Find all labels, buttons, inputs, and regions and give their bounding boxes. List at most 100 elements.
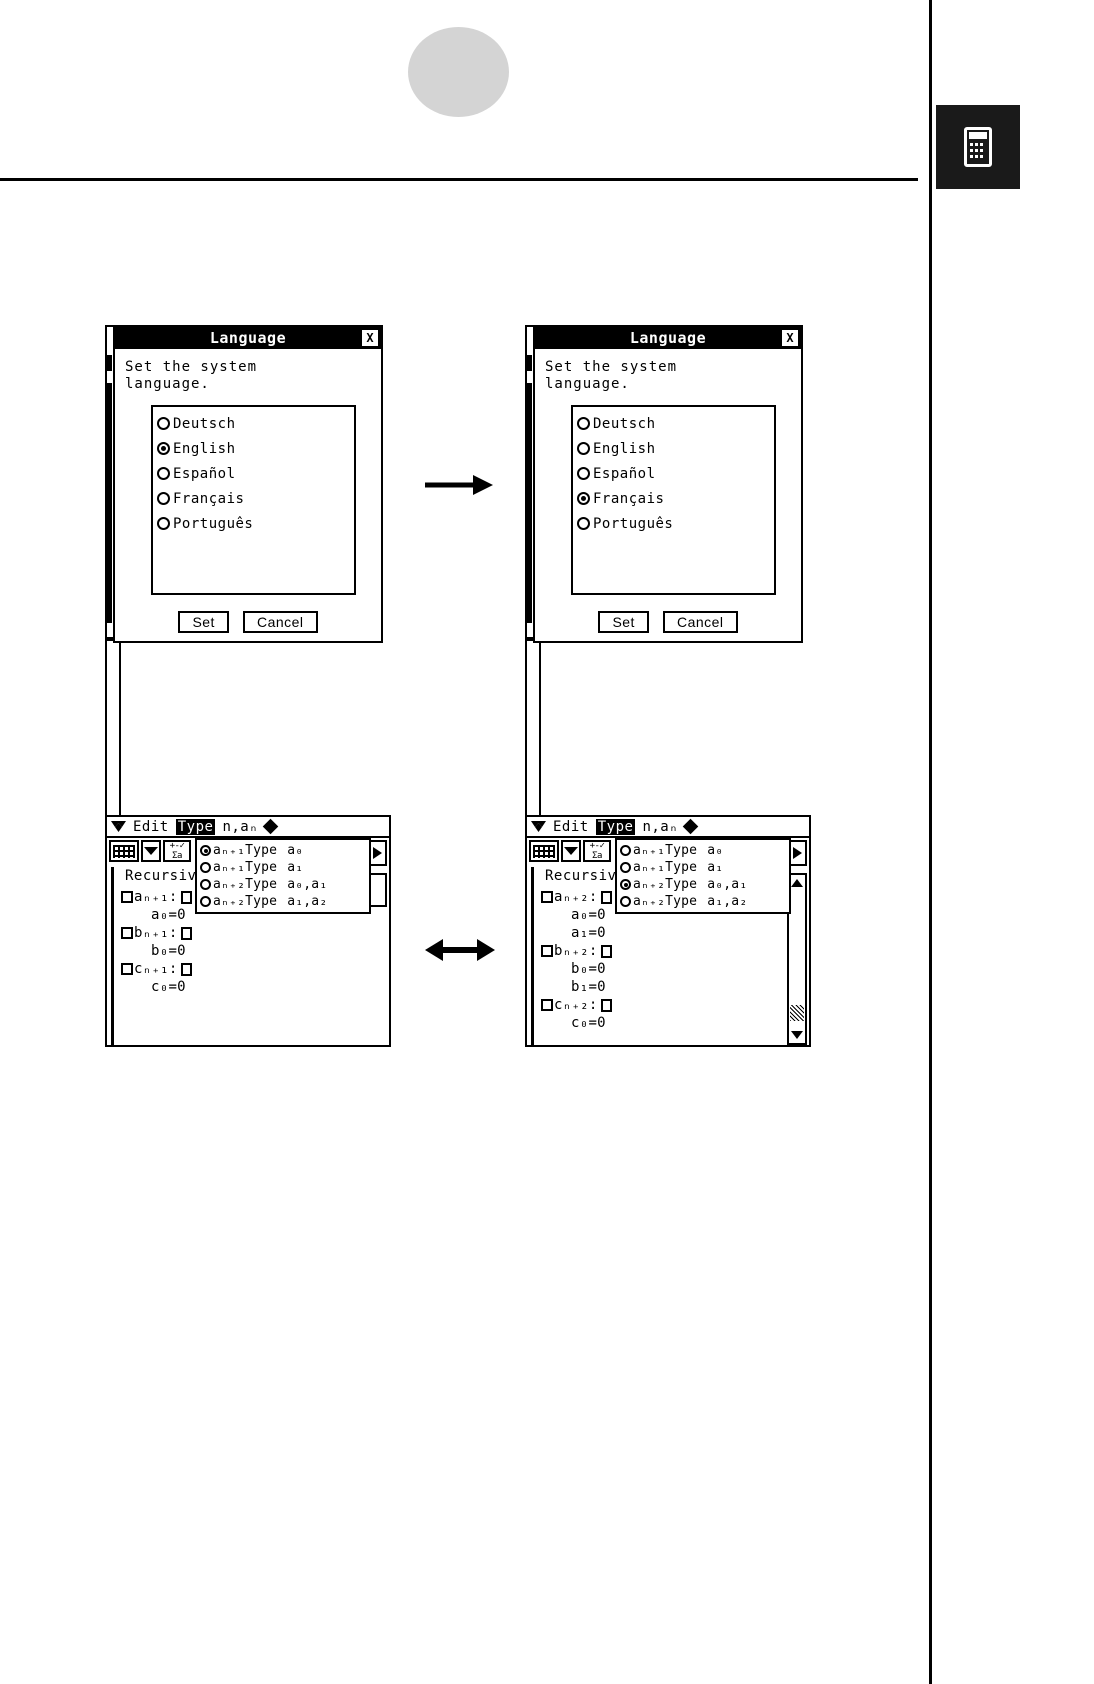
input-box[interactable] bbox=[180, 962, 192, 976]
plusminus-sigma-button[interactable]: +-✓Σa bbox=[163, 840, 191, 862]
menu-type[interactable]: Type bbox=[175, 818, 216, 835]
item-label: aₙ₊₂Type bbox=[213, 877, 278, 892]
radio-icon[interactable] bbox=[577, 417, 590, 430]
sequence-row: b₁=0 bbox=[541, 978, 809, 996]
sequence-row: b₀=0 bbox=[121, 942, 389, 960]
scrollbar-thumb[interactable] bbox=[790, 1005, 804, 1021]
type-menu-item-an2-a0a1[interactable]: aₙ₊₂Type a₀,a₁ bbox=[620, 876, 786, 893]
language-option-portugues[interactable]: Português bbox=[577, 511, 774, 536]
language-option-francais[interactable]: Français bbox=[157, 486, 354, 511]
radio-icon[interactable] bbox=[157, 492, 170, 505]
language-option-espanol[interactable]: Español bbox=[577, 461, 774, 486]
close-icon[interactable]: X bbox=[782, 330, 798, 346]
item-label: aₙ₊₂Type bbox=[633, 877, 698, 892]
radio-icon[interactable] bbox=[200, 896, 211, 907]
menu-edit[interactable]: Edit bbox=[133, 818, 169, 835]
cancel-button[interactable]: Cancel bbox=[662, 611, 738, 633]
language-option-portugues[interactable]: Português bbox=[157, 511, 354, 536]
checkbox-icon[interactable] bbox=[541, 945, 553, 957]
row-label: aₙ₊₁: bbox=[134, 889, 178, 905]
radio-icon[interactable] bbox=[577, 467, 590, 480]
language-option-deutsch[interactable]: Deutsch bbox=[577, 411, 774, 436]
chevron-down-icon[interactable] bbox=[561, 840, 581, 862]
checkbox-icon[interactable] bbox=[541, 891, 553, 903]
menu-n-an[interactable]: n,aₙ bbox=[642, 818, 679, 835]
type-menu-item-an2-a0a1[interactable]: aₙ₊₂Type a₀,a₁ bbox=[200, 876, 366, 893]
sequence-row[interactable]: cₙ₊₂: bbox=[541, 996, 809, 1014]
input-box[interactable] bbox=[600, 890, 612, 904]
close-icon[interactable]: X bbox=[362, 330, 378, 346]
language-option-francais[interactable]: Français bbox=[577, 486, 774, 511]
radio-icon-selected[interactable] bbox=[157, 442, 170, 455]
sequence-row[interactable]: aₙ₊₂: bbox=[541, 888, 809, 906]
radio-icon-selected[interactable] bbox=[620, 879, 631, 890]
sequence-row[interactable]: cₙ₊₁: bbox=[121, 960, 389, 978]
sequence-row: a₀=0 bbox=[121, 906, 389, 924]
radio-icon[interactable] bbox=[157, 417, 170, 430]
cancel-button[interactable]: Cancel bbox=[242, 611, 318, 633]
checkbox-icon[interactable] bbox=[541, 999, 553, 1011]
language-option-english[interactable]: English bbox=[577, 436, 774, 461]
language-option-deutsch[interactable]: Deutsch bbox=[157, 411, 354, 436]
radio-icon-selected[interactable] bbox=[577, 492, 590, 505]
item-arg: a₀,a₁ bbox=[707, 877, 748, 892]
sequence-row[interactable]: aₙ₊₁: bbox=[121, 888, 389, 906]
plusminus-sigma-button[interactable]: +-✓Σa bbox=[583, 840, 611, 862]
radio-icon[interactable] bbox=[200, 879, 211, 890]
checkbox-icon[interactable] bbox=[121, 927, 133, 939]
option-label: Português bbox=[173, 515, 254, 532]
menu-type[interactable]: Type bbox=[595, 818, 636, 835]
type-menu-item-an1-a0[interactable]: aₙ₊₁Type a₀ bbox=[620, 842, 786, 859]
radio-icon[interactable] bbox=[577, 517, 590, 530]
input-box[interactable] bbox=[600, 998, 612, 1012]
item-arg: a₁,a₂ bbox=[707, 894, 748, 909]
radio-icon[interactable] bbox=[620, 862, 631, 873]
option-label: English bbox=[593, 440, 656, 457]
type-menu-item-an2-a1a2[interactable]: aₙ₊₂Type a₁,a₂ bbox=[620, 893, 786, 910]
grid-icon[interactable] bbox=[529, 840, 559, 862]
type-menu-item-an1-a0[interactable]: aₙ₊₁Type a₀ bbox=[200, 842, 366, 859]
chevron-down-icon[interactable] bbox=[141, 840, 161, 862]
input-box[interactable] bbox=[180, 890, 192, 904]
diamond-icon[interactable] bbox=[262, 818, 279, 835]
row-label: a₁=0 bbox=[571, 925, 606, 941]
input-box[interactable] bbox=[600, 944, 612, 958]
radio-icon[interactable] bbox=[200, 862, 211, 873]
type-menu-item-an1-a1[interactable]: aₙ₊₁Type a₁ bbox=[620, 859, 786, 876]
sequence-row[interactable]: bₙ₊₂: bbox=[541, 942, 809, 960]
grid-icon[interactable] bbox=[109, 840, 139, 862]
type-menu-item-an1-a1[interactable]: aₙ₊₁Type a₁ bbox=[200, 859, 366, 876]
scrollbar-stub[interactable] bbox=[369, 873, 387, 907]
type-menu-item-an2-a1a2[interactable]: aₙ₊₂Type a₁,a₂ bbox=[200, 893, 366, 910]
set-button[interactable]: Set bbox=[178, 611, 229, 633]
set-button[interactable]: Set bbox=[598, 611, 649, 633]
language-option-english[interactable]: English bbox=[157, 436, 354, 461]
radio-icon[interactable] bbox=[157, 517, 170, 530]
radio-icon-selected[interactable] bbox=[200, 845, 211, 856]
language-option-list: Deutsch English Español Français Portugu… bbox=[571, 405, 776, 595]
language-option-espanol[interactable]: Español bbox=[157, 461, 354, 486]
checkbox-icon[interactable] bbox=[121, 963, 133, 975]
radio-icon[interactable] bbox=[620, 845, 631, 856]
diamond-icon[interactable] bbox=[682, 818, 699, 835]
checkbox-icon[interactable] bbox=[121, 891, 133, 903]
sequence-window: Edit Type n,aₙ +-✓Σa Recursiv aₙ₊₂: a₀=0 bbox=[525, 815, 811, 1047]
sequence-row: a₁=0 bbox=[541, 924, 809, 942]
header-rule bbox=[0, 178, 918, 181]
w-down-icon[interactable] bbox=[111, 821, 126, 832]
input-box[interactable] bbox=[180, 926, 192, 940]
w-down-icon[interactable] bbox=[531, 821, 546, 832]
radio-icon[interactable] bbox=[157, 467, 170, 480]
radio-icon[interactable] bbox=[620, 896, 631, 907]
option-label: English bbox=[173, 440, 236, 457]
scroll-down-button[interactable] bbox=[789, 1027, 805, 1043]
sequence-row[interactable]: bₙ₊₁: bbox=[121, 924, 389, 942]
language-dialog-after: Language X Set the system language. Deut… bbox=[525, 325, 811, 953]
menu-edit[interactable]: Edit bbox=[553, 818, 589, 835]
vertical-scrollbar[interactable] bbox=[787, 873, 807, 1045]
radio-icon[interactable] bbox=[577, 442, 590, 455]
dialog-message: Set the system language. bbox=[545, 359, 678, 392]
row-label: b₁=0 bbox=[571, 979, 606, 995]
menu-n-an[interactable]: n,aₙ bbox=[222, 818, 259, 835]
scroll-up-button[interactable] bbox=[789, 875, 805, 891]
